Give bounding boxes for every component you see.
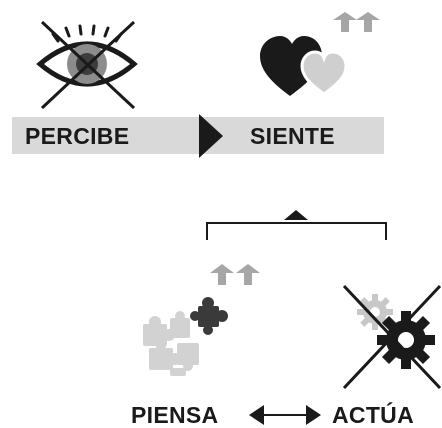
bracket-line bbox=[206, 222, 387, 240]
label-feel: SIENTE bbox=[250, 123, 335, 149]
label-perceive: PERCIBE bbox=[25, 123, 130, 149]
bracket-arrow bbox=[284, 210, 308, 220]
sequence-arrow bbox=[199, 114, 223, 158]
label-band bbox=[12, 117, 384, 154]
bidirectional-arrow bbox=[249, 405, 321, 425]
think-increase-arrows bbox=[210, 264, 260, 285]
hearts-icon bbox=[260, 36, 348, 96]
puzzle-pieces-icon bbox=[143, 297, 228, 376]
feel-increase-arrows bbox=[333, 12, 380, 32]
gears-icon bbox=[342, 284, 442, 390]
eye-icon bbox=[36, 20, 138, 110]
label-think: PIENSA bbox=[131, 402, 219, 428]
label-act: ACTÚA bbox=[332, 402, 414, 428]
